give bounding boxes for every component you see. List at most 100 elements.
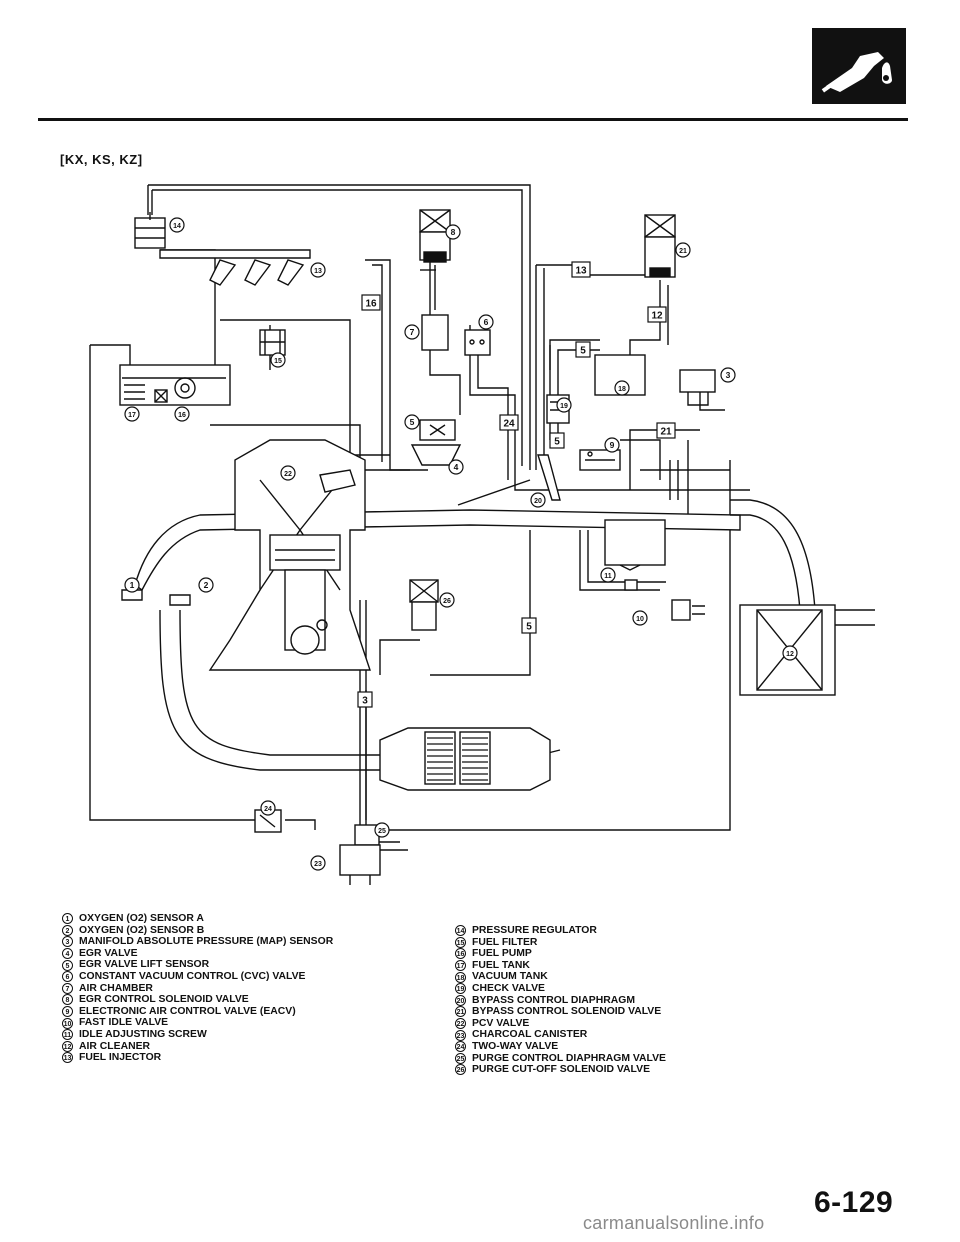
callout-number: 3 (726, 370, 731, 380)
callout-number: 4 (454, 462, 459, 472)
callout-5: 5 (404, 414, 420, 430)
callout-number: 11 (604, 573, 612, 580)
legend-text: PCV VALVE (472, 1017, 530, 1029)
legend-item: 26 PURGE CUT-OFF SOLENOID VALVE (455, 1064, 666, 1076)
legend-item: 25 PURGE CONTROL DIAPHRAGM VALVE (455, 1053, 666, 1065)
bypass-solenoid-valve (644, 214, 676, 278)
legend-number: 12 (62, 1040, 73, 1052)
callout-3: 3 (720, 367, 736, 383)
box-label-text: 13 (575, 266, 587, 277)
legend-item: 7 AIR CHAMBER (62, 983, 333, 995)
watermark: carmanualsonline.info (583, 1213, 765, 1233)
legend-left: 1 OXYGEN (O2) SENSOR A 2 OXYGEN (O2) SENSOR… (62, 913, 333, 1064)
vacuum-tank (594, 354, 646, 396)
callout-10: 10 (632, 610, 648, 626)
legend-text: FAST IDLE VALVE (79, 1017, 169, 1029)
legend-text: PURGE CONTROL DIAPHRAGM VALVE (472, 1052, 666, 1064)
legend-text: TWO-WAY VALVE (472, 1040, 559, 1052)
callout-4: 4 (448, 459, 464, 475)
box-label-text: 24 (503, 419, 515, 430)
page-number: 6-129 (814, 1186, 894, 1219)
legend-text: VACUUM TANK (472, 971, 548, 983)
box-label-text: 5 (526, 622, 532, 633)
map-sensor (679, 369, 716, 406)
o2-sensors (121, 589, 191, 606)
box-label-text: 3 (362, 696, 368, 707)
legend-text: EGR VALVE LIFT SENSOR (79, 959, 210, 971)
legend-text: EGR CONTROL SOLENOID VALVE (79, 994, 249, 1006)
callout-number: 25 (378, 828, 386, 835)
box-label-text: 12 (651, 311, 663, 322)
intake-and-exhaust-tubes (134, 499, 816, 771)
callout-6: 6 (478, 314, 494, 330)
legend-text: AIR CLEANER (79, 1040, 151, 1052)
box-label: 16 (361, 294, 381, 311)
legend-number: 3 (62, 936, 73, 948)
legend-number: 20 (455, 994, 466, 1006)
legend-text: FUEL FILTER (472, 936, 538, 948)
callout-number: 21 (679, 248, 687, 255)
fuel-tank (119, 364, 231, 406)
legend-number: 7 (62, 982, 73, 994)
legend-item: 5 EGR VALVE LIFT SENSOR (62, 959, 333, 971)
legend-number: 1 (62, 913, 73, 925)
legend-text: AIR CHAMBER (79, 982, 153, 994)
legend-number: 24 (455, 1041, 466, 1053)
legend-text: FUEL TANK (472, 959, 530, 971)
callout-23: 23 (310, 855, 326, 871)
section-badge (812, 28, 906, 104)
legend-number: 16 (455, 948, 466, 960)
callout-12: 12 (782, 645, 798, 661)
legend-item: 16 FUEL PUMP (455, 948, 666, 960)
legend-number: 8 (62, 994, 73, 1006)
legend-number: 14 (455, 925, 466, 937)
legend-item: 8 EGR CONTROL SOLENOID VALVE (62, 994, 333, 1006)
cvc-valve (464, 329, 491, 356)
legend-number: 11 (62, 1029, 73, 1041)
legend-number: 22 (455, 1018, 466, 1030)
callout-number: 2 (204, 580, 209, 590)
callout-number: 18 (618, 386, 626, 393)
legend-item: 11 IDLE ADJUSTING SCREW (62, 1029, 333, 1041)
callout-number: 1 (130, 580, 135, 590)
callout-number: 24 (264, 806, 272, 813)
box-label: 3 (357, 691, 373, 708)
legend-number: 5 (62, 959, 73, 971)
legend-text: FUEL PUMP (472, 948, 532, 960)
legend-number: 26 (455, 1064, 466, 1076)
callout-13: 13 (310, 262, 326, 278)
callout-number: 12 (786, 651, 794, 658)
legend-text: OXYGEN (O2) SENSOR B (79, 924, 205, 936)
charcoal-canister (339, 844, 381, 885)
callout-number: 15 (274, 358, 282, 365)
eacv (579, 449, 621, 471)
box-label-text: 16 (365, 299, 377, 310)
egr-valve (410, 419, 462, 466)
legend-text: PURGE CUT-OFF SOLENOID VALVE (472, 1064, 650, 1076)
model-label: [KX, KS, KZ] (60, 152, 143, 167)
callout-number: 10 (636, 616, 644, 623)
egr-control-solenoid (419, 209, 451, 310)
legend-number: 25 (455, 1052, 466, 1064)
legend-number: 2 (62, 924, 73, 936)
box-label-text: 5 (580, 346, 586, 357)
callout-number: 13 (314, 268, 322, 275)
callout-24: 24 (260, 800, 276, 816)
callout-15: 15 (270, 352, 286, 368)
idle-section (604, 519, 705, 621)
pressure-regulator (134, 212, 166, 249)
legend-number: 15 (455, 936, 466, 948)
legend-text: IDLE ADJUSTING SCREW (79, 1028, 207, 1040)
legend-number: 23 (455, 1029, 466, 1041)
callout-number: 6 (484, 317, 489, 327)
legend-text: OXYGEN (O2) SENSOR A (79, 913, 204, 924)
